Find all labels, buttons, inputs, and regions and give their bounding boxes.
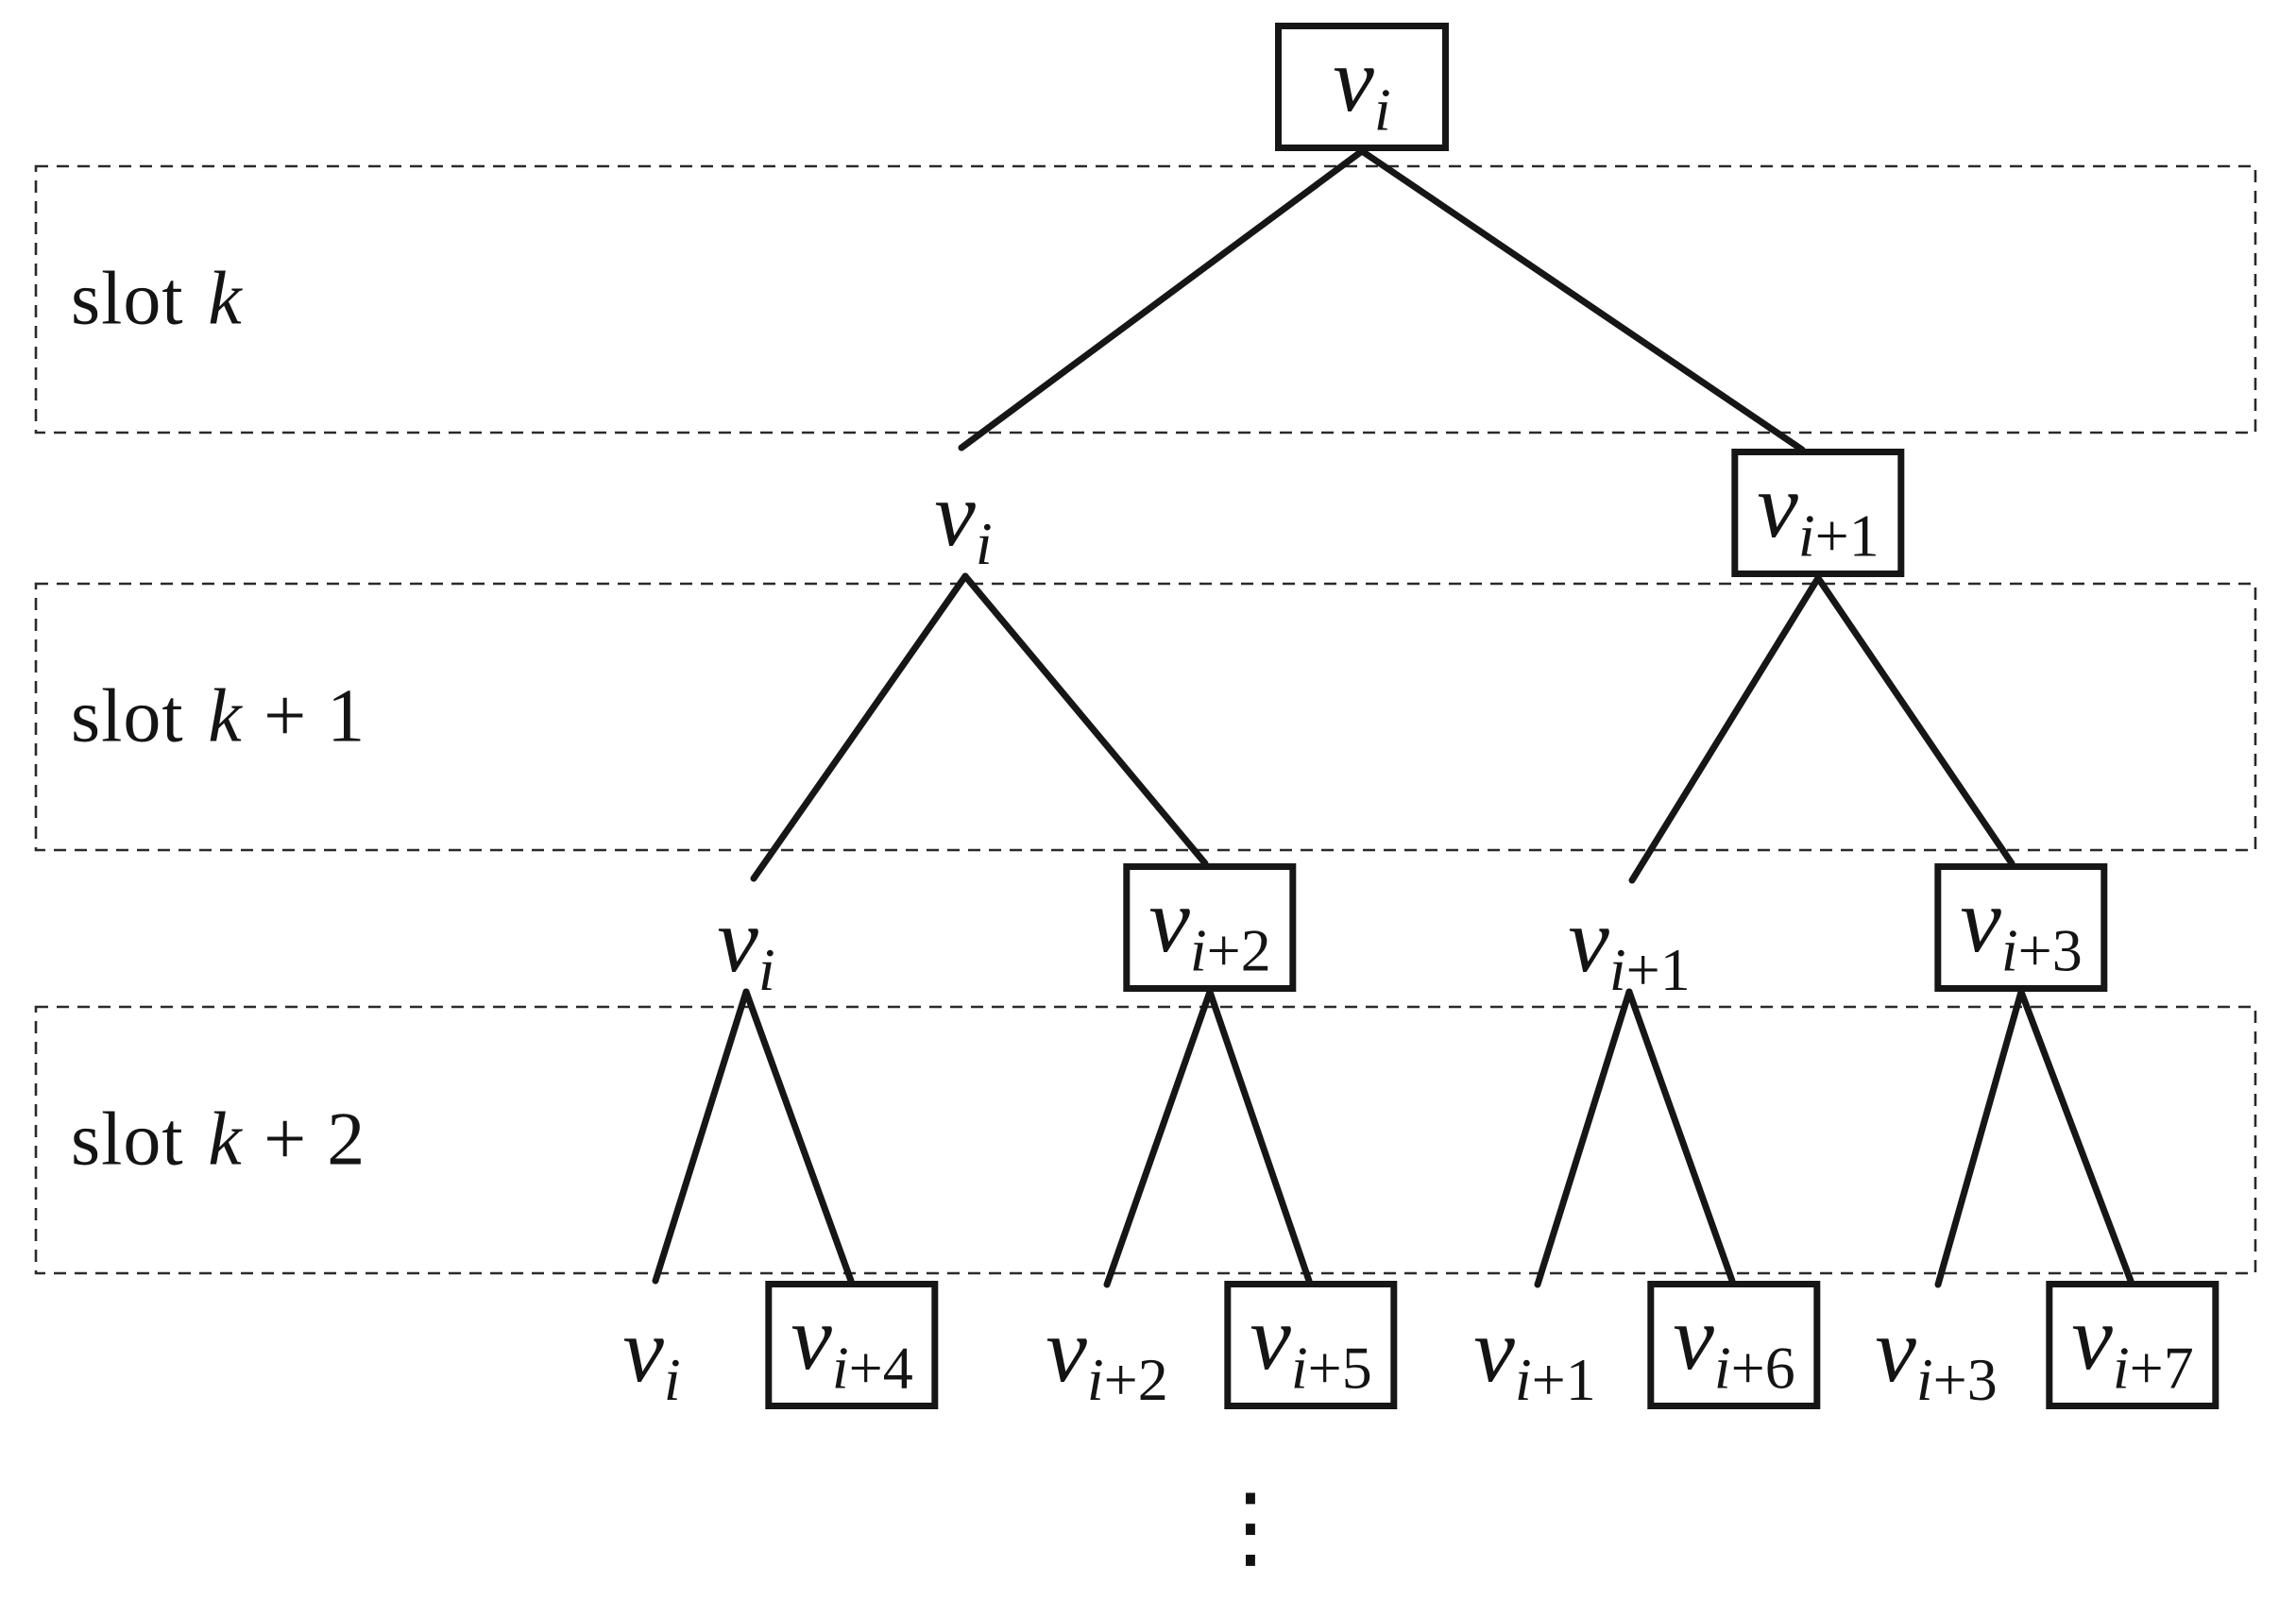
edge-l3d-right — [2017, 988, 2134, 1285]
slot-variable: k — [208, 674, 243, 758]
node-label: vi+1 — [1757, 454, 1879, 570]
slot-word: slot — [71, 674, 184, 758]
edge-root-right — [1358, 147, 1806, 453]
edge-l2b-left — [1628, 574, 1822, 884]
vertical-ellipsis: ⋮ — [1205, 1473, 1296, 1579]
edge-l2a-left — [750, 572, 969, 882]
node-label: vi — [1333, 28, 1391, 144]
tree-node-l2-vi: vi — [934, 463, 993, 578]
slot-word: slot — [71, 1098, 184, 1182]
edge-l3a-right — [742, 988, 855, 1285]
edge-l3c-left — [1534, 988, 1633, 1288]
slot-k-region-outline — [34, 164, 2257, 434]
node-label: vi+2 — [1148, 869, 1271, 984]
tree-node-l4-vi4: vi+4 — [765, 1281, 939, 1409]
tree-node-l4-vi3: vi+3 — [1875, 1299, 1998, 1414]
tree-node-l2-vi1: vi+1 — [1731, 449, 1905, 577]
tree-edges — [652, 147, 2134, 1288]
tree-node-l4-vi1: vi+1 — [1473, 1299, 1596, 1414]
tree-node-l4-vi2: vi+2 — [1046, 1299, 1168, 1414]
edge-l3d-left — [1934, 988, 2025, 1288]
node-label: vi+3 — [1960, 869, 2083, 984]
slot-variable: k — [208, 1098, 243, 1182]
tree-node-root: vi — [1275, 23, 1449, 151]
slot-offset: + 1 — [264, 674, 366, 758]
edge-l2b-right — [1814, 574, 2015, 867]
slot-variable: k — [208, 257, 243, 341]
tree-node-l3-vi: vi — [717, 889, 775, 1004]
tree-node-l4-vi: vi — [622, 1299, 681, 1414]
edge-l3c-right — [1625, 988, 1736, 1285]
node-label: vi+4 — [791, 1286, 913, 1402]
edge-l3b-right — [1206, 988, 1313, 1285]
tree-node-l4-vi7: vi+7 — [2046, 1281, 2219, 1409]
node-label: vi+5 — [1250, 1286, 1372, 1402]
tree-node-l3-vi2: vi+2 — [1123, 863, 1297, 992]
slot-offset: + 2 — [264, 1098, 366, 1182]
edge-l3b-left — [1103, 988, 1214, 1288]
slot-word: slot — [71, 257, 184, 341]
edge-root-left — [958, 147, 1366, 451]
node-label: vi+6 — [1673, 1286, 1795, 1402]
slot-k1-region-outline — [34, 582, 2257, 852]
edge-l3a-left — [652, 988, 750, 1285]
node-label: vi+7 — [2071, 1286, 2194, 1402]
slot-k2-region-outline — [34, 1005, 2257, 1275]
edge-l2a-right — [961, 572, 1209, 867]
tree-node-l3-vi1: vi+1 — [1568, 889, 1691, 1004]
tree-node-l3-vi3: vi+3 — [1934, 863, 2108, 992]
tree-node-l4-vi6: vi+6 — [1647, 1281, 1821, 1409]
tree-node-l4-vi5: vi+5 — [1224, 1281, 1398, 1409]
